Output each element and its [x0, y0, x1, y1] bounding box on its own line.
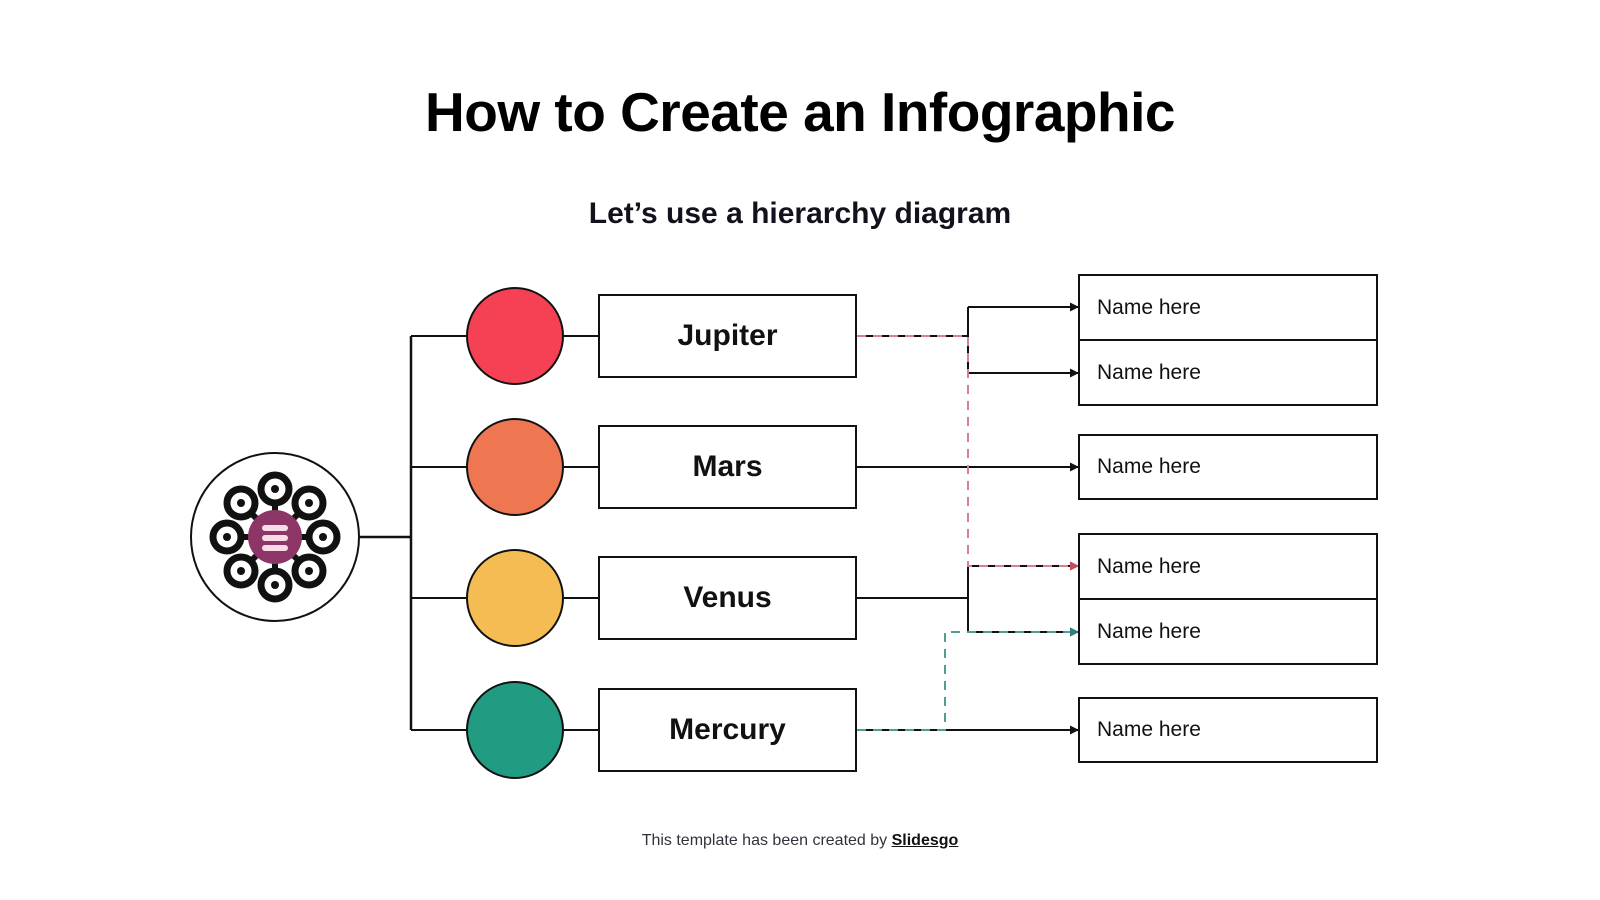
category-circle-jupiter[interactable]	[466, 287, 564, 385]
category-label-mercury: Mercury	[669, 713, 786, 746]
category-circle-venus[interactable]	[466, 549, 564, 647]
slidesgo-link[interactable]: Slidesgo	[891, 832, 959, 849]
name-box-label: Name here	[1097, 455, 1201, 478]
name-box-mercury-1[interactable]: Name here	[1078, 697, 1378, 763]
cross-link-jupiter-to-venus	[857, 335, 1079, 571]
footer-text: This template has been created by	[641, 832, 892, 849]
name-box-venus-1[interactable]: Name here	[1078, 533, 1378, 599]
category-label-mars: Mars	[692, 450, 763, 483]
hub-outer-nodes	[209, 471, 341, 603]
name-box-label: Name here	[1097, 619, 1201, 643]
category-label-venus: Venus	[683, 581, 772, 614]
cross-link-mercury-to-venus	[857, 627, 1079, 731]
category-box-venus[interactable]: Venus	[598, 556, 857, 640]
footer: This template has been created by Slides…	[0, 832, 1600, 850]
network-hub-icon	[209, 471, 341, 603]
category-label-jupiter: Jupiter	[677, 319, 778, 352]
category-circle-mars[interactable]	[466, 418, 564, 516]
name-box-label: Name here	[1097, 360, 1201, 384]
name-box-label: Name here	[1097, 718, 1201, 741]
hub-center-bars	[262, 525, 288, 551]
category-circle-mercury[interactable]	[466, 681, 564, 779]
page-subtitle: Let’s use a hierarchy diagram	[588, 197, 1012, 230]
category-box-jupiter[interactable]: Jupiter	[598, 294, 857, 378]
category-box-mars[interactable]: Mars	[598, 425, 857, 509]
hub-circle[interactable]	[190, 452, 360, 622]
page-title: How to Create an Infographic	[425, 81, 1175, 143]
name-box-venus-2[interactable]: Name here	[1078, 599, 1378, 665]
name-box-jupiter-1[interactable]: Name here	[1078, 274, 1378, 340]
name-box-mars-1[interactable]: Name here	[1078, 434, 1378, 500]
name-box-jupiter-2[interactable]: Name here	[1078, 340, 1378, 406]
name-box-label: Name here	[1097, 295, 1201, 319]
name-box-label: Name here	[1097, 554, 1201, 578]
category-box-mercury[interactable]: Mercury	[598, 688, 857, 772]
